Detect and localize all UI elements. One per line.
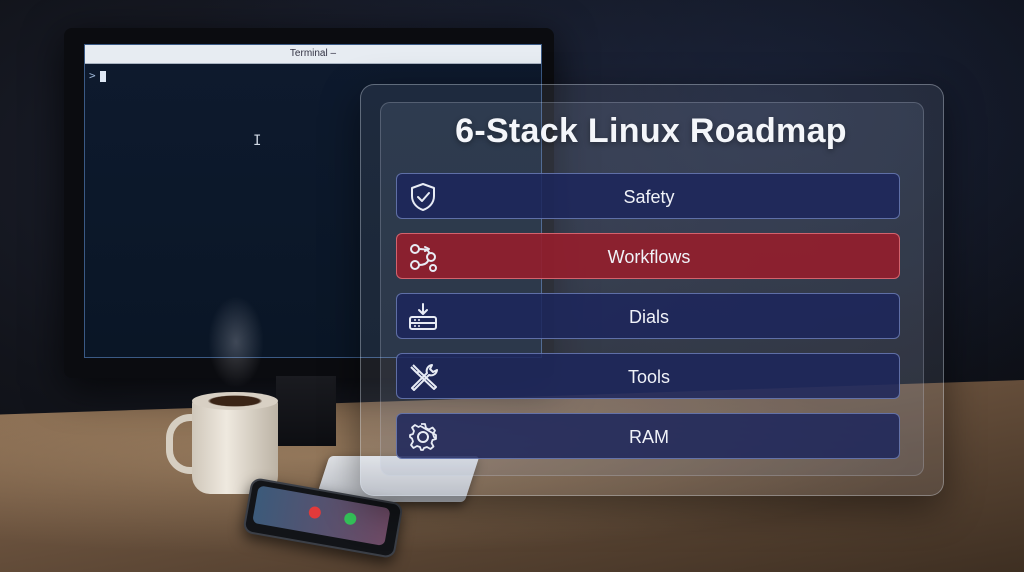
- terminal-prompt[interactable]: >: [89, 69, 106, 82]
- desk: [0, 380, 1024, 572]
- roadmap-item-safety[interactable]: Safety: [396, 173, 900, 219]
- roadmap-title: 6-Stack Linux Roadmap: [455, 112, 847, 150]
- prompt-symbol: >: [89, 69, 96, 82]
- terminal-titlebar[interactable]: Terminal –: [85, 45, 541, 64]
- ibeam-cursor-icon: I: [253, 133, 262, 149]
- coffee-mug: [192, 398, 278, 494]
- roadmap-item-label: RAM: [629, 427, 669, 447]
- roadmap-item-label: Tools: [627, 367, 671, 387]
- mug-top: [192, 392, 278, 410]
- mug-handle: [166, 414, 207, 474]
- roadmap-item-ram[interactable]: RAM: [396, 413, 900, 459]
- gear-icon: [409, 423, 437, 451]
- roadmap-item-workflows[interactable]: Workflows: [396, 233, 900, 279]
- steam: [206, 292, 266, 392]
- text-cursor: [99, 70, 106, 82]
- roadmap-item-label: Dials: [628, 307, 669, 327]
- workflow-icon: [410, 244, 437, 272]
- monitor-stand: [276, 376, 336, 446]
- tools-icon: [410, 364, 438, 391]
- roadmap-item-dials[interactable]: Dials: [396, 293, 900, 339]
- roadmap-item-label: Workflows: [607, 247, 691, 267]
- shield-check-icon: [411, 183, 435, 211]
- desk-light: [0, 380, 1024, 572]
- dial-download-icon: [409, 303, 437, 330]
- roadmap-item-label: Safety: [623, 187, 675, 207]
- roadmap-item-tools[interactable]: Tools: [396, 353, 900, 399]
